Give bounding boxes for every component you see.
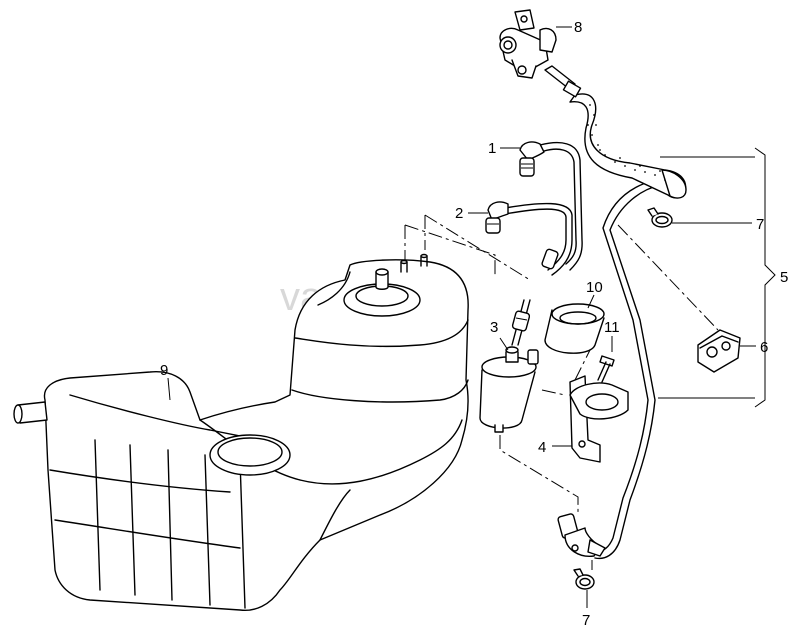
callout-7-lower: 7 — [582, 612, 590, 629]
callout-1: 1 — [488, 140, 496, 157]
connector-pump-inlet — [511, 310, 531, 332]
pipe-clip — [697, 329, 741, 373]
group-brace — [754, 147, 776, 408]
retaining-ring — [544, 303, 605, 354]
bracket — [569, 375, 629, 463]
hose-clamp-upper — [647, 207, 673, 228]
reference-line-7 — [617, 224, 719, 331]
reference-line-9 — [574, 349, 591, 381]
callout-9: 9 — [160, 362, 168, 379]
valve-fitting — [499, 9, 557, 79]
reference-line-4 — [424, 214, 531, 281]
callout-2: 2 — [455, 205, 463, 222]
callout-10: 10 — [586, 279, 603, 296]
callout-6: 6 — [760, 339, 768, 356]
fuel-filter — [479, 346, 539, 433]
fuel-tank — [13, 253, 469, 612]
bolt — [597, 355, 615, 383]
callout-3: 3 — [490, 319, 498, 336]
leader-lines — [167, 26, 756, 608]
connector-upper — [541, 248, 559, 270]
connector-1 — [519, 141, 545, 177]
hose-texture — [587, 104, 676, 186]
connector-lower — [557, 513, 606, 557]
reference-line-2 — [404, 224, 496, 275]
reference-line-5 — [499, 435, 579, 512]
reference-line-8 — [541, 389, 566, 396]
hose-clamp-lower — [573, 568, 595, 590]
callout-8: 8 — [574, 19, 582, 36]
callout-5: 5 — [780, 269, 788, 286]
callout-11: 11 — [604, 319, 620, 336]
connector-2 — [485, 201, 509, 234]
callout-4: 4 — [538, 439, 546, 456]
callout-7-upper: 7 — [756, 216, 764, 233]
